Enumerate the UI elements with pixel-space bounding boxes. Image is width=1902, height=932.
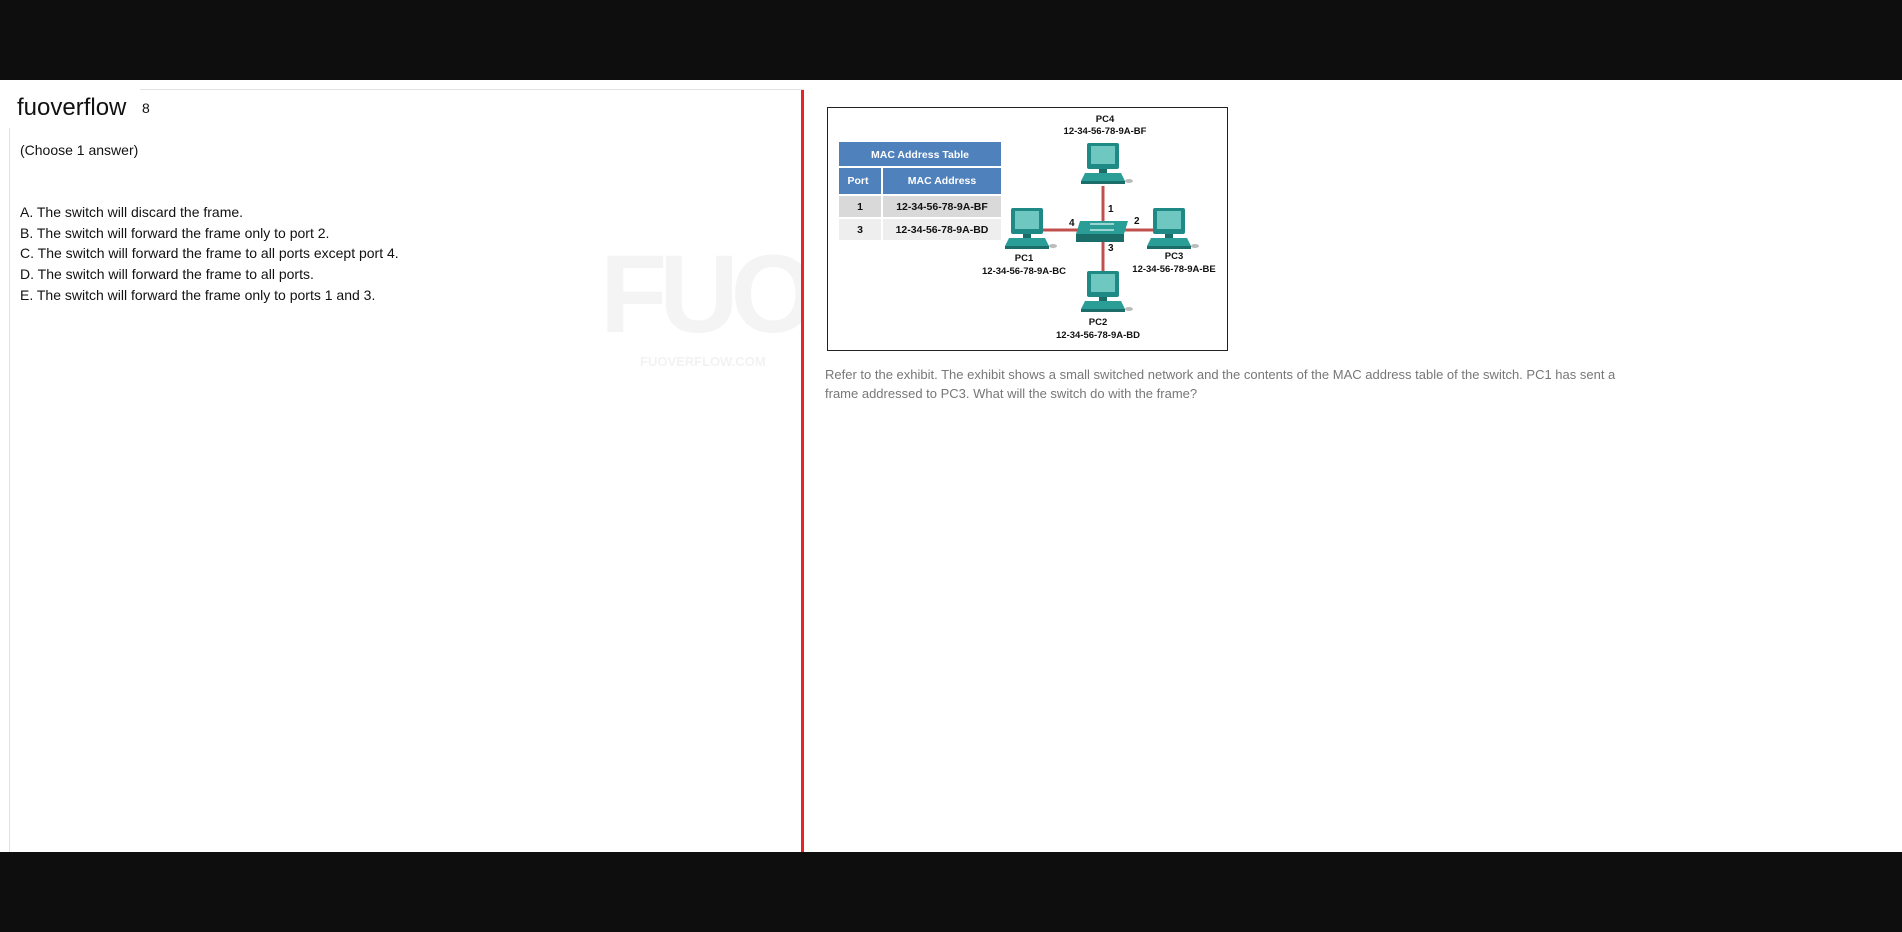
watermark-logo: FUO bbox=[600, 233, 816, 356]
answer-option-d[interactable]: D. The switch will forward the frame to … bbox=[20, 266, 314, 283]
pc1-label: PC1 bbox=[1015, 253, 1034, 264]
exhibit-diagram: MAC Address Table Port MAC Address 1 12-… bbox=[839, 114, 1216, 341]
mac-table-header-mac-bg bbox=[883, 168, 1001, 194]
question-number: 8 bbox=[142, 100, 150, 116]
port-4-label: 4 bbox=[1069, 218, 1075, 229]
pc3-label: PC3 bbox=[1165, 251, 1183, 262]
mac-row-1-mac-bg bbox=[883, 196, 1001, 217]
pc2-mac: 12-34-56-78-9A-BD bbox=[1056, 330, 1140, 341]
question-prompt: Refer to the exhibit. The exhibit shows … bbox=[825, 367, 1616, 401]
answer-panel: fuoverflow 8 (Choose 1 answer) A. The sw… bbox=[0, 80, 1902, 852]
pc4-icon bbox=[1081, 143, 1133, 184]
mac-row-2-port: 3 bbox=[857, 224, 863, 236]
port-1-label: 1 bbox=[1108, 204, 1114, 215]
pc2-icon bbox=[1081, 271, 1133, 312]
brand-title: fuoverflow bbox=[17, 94, 127, 121]
watermark-site: FUOVERFLOW.COM bbox=[640, 354, 766, 369]
mac-table-title: MAC Address Table bbox=[871, 149, 969, 161]
question-panel: MAC Address Table Port MAC Address 1 12-… bbox=[804, 80, 1902, 852]
pc4-mac: 12-34-56-78-9A-BF bbox=[1064, 126, 1147, 137]
mac-row-1-mac: 12-34-56-78-9A-BF bbox=[896, 201, 988, 213]
content-area: fuoverflow 8 (Choose 1 answer) A. The sw… bbox=[0, 80, 1902, 932]
panel-border bbox=[9, 128, 10, 852]
choose-instruction: (Choose 1 answer) bbox=[20, 142, 139, 158]
port-2-label: 2 bbox=[1134, 216, 1140, 227]
letterbox-top bbox=[0, 0, 1902, 80]
port-3-label: 3 bbox=[1108, 243, 1114, 254]
pc1-mac: 12-34-56-78-9A-BC bbox=[982, 266, 1066, 277]
pc3-icon bbox=[1147, 208, 1199, 249]
answer-option-e[interactable]: E. The switch will forward the frame onl… bbox=[20, 286, 376, 303]
mac-table-title-bg bbox=[839, 142, 1001, 166]
mac-row-2-port-bg bbox=[839, 219, 881, 240]
answer-option-b[interactable]: B. The switch will forward the frame onl… bbox=[20, 224, 330, 241]
letterbox-bottom bbox=[0, 852, 1902, 932]
network-exhibit: MAC Address Table Port MAC Address 1 12-… bbox=[827, 107, 1228, 351]
mac-row-2-mac: 12-34-56-78-9A-BD bbox=[896, 224, 989, 236]
mac-row-1-port: 1 bbox=[857, 201, 863, 213]
pc4-label: PC4 bbox=[1096, 114, 1115, 125]
panel-divider[interactable] bbox=[801, 90, 804, 852]
answer-option-c[interactable]: C. The switch will forward the frame to … bbox=[20, 245, 399, 262]
mac-table-header-port: Port bbox=[848, 175, 870, 187]
mac-row-2-mac-bg bbox=[883, 219, 1001, 240]
watermark: FUO FUOVERFLOW.COM bbox=[600, 233, 816, 380]
mac-table-header-port-bg bbox=[839, 168, 881, 194]
mac-row-1-port-bg bbox=[839, 196, 881, 217]
pc2-label: PC2 bbox=[1089, 317, 1107, 328]
answer-option-a[interactable]: A. The switch will discard the frame. bbox=[20, 204, 244, 220]
pc3-mac: 12-34-56-78-9A-BE bbox=[1132, 264, 1215, 275]
answer-options: A. The switch will discard the frame. B.… bbox=[20, 202, 399, 305]
switch-icon bbox=[1076, 221, 1128, 242]
mac-table-header-mac: MAC Address bbox=[908, 175, 977, 187]
